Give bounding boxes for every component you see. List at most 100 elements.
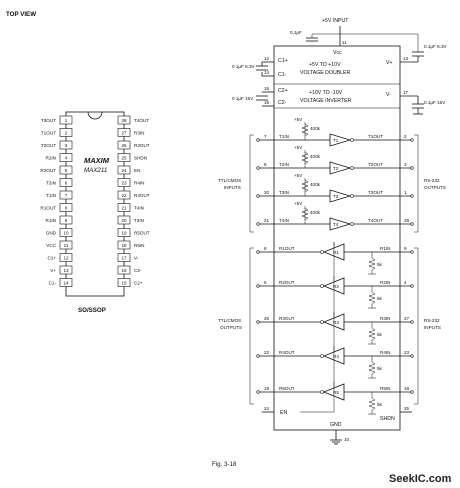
ttl-in-label-2: INPUTS <box>224 185 241 190</box>
right-pin-box-15 <box>117 278 131 287</box>
left-pin-box-5 <box>59 165 73 175</box>
rs232-in-bracket <box>414 247 419 405</box>
driver-input-terminal <box>256 166 260 170</box>
left-pin-label: VCC <box>46 243 56 248</box>
receiver-inversion-bubble <box>320 250 324 254</box>
driver-out-label: T1OUT <box>368 134 383 139</box>
right-pin-number: 27 <box>121 131 127 136</box>
pulldown-value: 5k <box>377 332 383 337</box>
right-pin-box-26 <box>117 140 131 150</box>
receiver-out-label: R3OUT <box>279 316 295 321</box>
driver-name: T1 <box>333 138 339 143</box>
right-pin-number: 22 <box>121 193 127 198</box>
driver-in-pin: 21 <box>264 218 270 223</box>
left-pin-label: C1- <box>49 281 57 286</box>
driver-in-pin: 7 <box>264 134 267 139</box>
receiver-in-label: R1IN <box>380 246 390 251</box>
right-pin-label: EN <box>134 168 140 173</box>
right-pin-number: 19 <box>121 231 127 236</box>
ttl-out-bracket <box>249 247 254 405</box>
driver-out-label: T3OUT <box>368 190 383 195</box>
right-pin-label: T3IN <box>134 218 144 223</box>
watermark: SeekIC.com <box>389 473 452 485</box>
left-pin-number: 9 <box>65 218 68 223</box>
driver-out-pin: 2 <box>404 134 407 139</box>
right-pin-box-28 <box>117 115 131 125</box>
receiver-out-label: R2OUT <box>279 280 295 285</box>
left-pin-label: R2OUT <box>40 168 56 173</box>
ttl-in-bracket <box>249 134 254 233</box>
left-pin-box-11 <box>59 240 73 250</box>
left-pin-label: T3OUT <box>41 118 56 123</box>
receiver-out-pin: 19 <box>264 386 270 391</box>
pulldown-value: 5k <box>377 402 383 407</box>
receiver-inversion-bubble <box>320 390 324 394</box>
pullup-resistor <box>301 179 309 193</box>
c1m-label: C1- <box>278 72 287 78</box>
pin-17: 17 <box>403 90 409 95</box>
vplus-label: V+ <box>386 60 393 66</box>
driver-buffer-T3 <box>329 189 352 203</box>
pulldown-value: 5k <box>377 296 383 301</box>
left-pin-number: 13 <box>63 268 69 273</box>
right-pin-number: 25 <box>121 156 127 161</box>
receiver-out-label: R4OUT <box>279 350 295 355</box>
receiver-inversion-bubble <box>320 354 324 358</box>
receiver-in-pin: 18 <box>404 386 410 391</box>
receiver-output-terminal <box>256 390 260 394</box>
driver-out-pin: 28 <box>404 218 410 223</box>
right-pin-label: R3OUT <box>134 143 150 148</box>
supply-label: +5V INPUT <box>322 18 349 24</box>
left-pin-box-4 <box>59 153 73 162</box>
right-pin-label: R4OUT <box>134 193 150 198</box>
driver-output-terminal <box>410 194 414 198</box>
right-pin-box-22 <box>117 190 131 200</box>
right-pin-number: 24 <box>121 168 127 173</box>
receiver-output-terminal <box>256 320 260 324</box>
shdn-label: SHDN <box>380 416 395 422</box>
en-label: EN <box>280 410 287 416</box>
right-pin-number: 16 <box>121 268 127 273</box>
pin-12: 12 <box>264 56 270 61</box>
driver-buffer-T2 <box>329 161 352 175</box>
driver-out-label: T2OUT <box>368 162 383 167</box>
driver-inversion-bubble <box>350 166 354 170</box>
right-pin-number: 17 <box>121 256 127 261</box>
chip-package: MAXIM MAX211 SO/SSOP 1T3OUT2T1OUT3T2OUT4… <box>40 111 150 314</box>
left-pin-number: 12 <box>63 256 69 261</box>
driver-out-label: T4OUT <box>368 218 383 223</box>
receiver-output-terminal <box>256 354 260 358</box>
resistor-value: 400k <box>310 154 321 159</box>
pin-10: 10 <box>344 437 350 442</box>
pullup-label: +5V <box>294 117 303 122</box>
left-pin-label: V+ <box>50 268 56 273</box>
left-pin-label: T1IN <box>46 193 56 198</box>
resistor-value: 400k <box>310 182 321 187</box>
left-pin-box-13 <box>59 265 73 275</box>
part-number: MAX211 <box>84 167 107 174</box>
left-pin-box-14 <box>59 278 73 287</box>
receiver-in-label: R2IN <box>380 280 390 285</box>
pullup-resistor <box>301 151 309 165</box>
driver-name: T4 <box>333 222 339 227</box>
left-pin-box-7 <box>59 190 73 200</box>
right-pin-label: R5IN <box>134 243 144 248</box>
left-pin-box-12 <box>59 253 73 262</box>
pin-13: 13 <box>403 56 409 61</box>
receiver-in-pin: 4 <box>404 280 407 285</box>
ttl-in-label-1: TTL/CMOS <box>218 178 241 183</box>
receiver-out-pin: 22 <box>264 350 270 355</box>
rs232-out-bracket <box>414 134 419 233</box>
left-pin-number: 2 <box>65 131 68 136</box>
driver-in-label: T3IN <box>279 190 289 195</box>
receiver-out-label: R1OUT <box>279 246 295 251</box>
driver-in-label: T2IN <box>279 162 289 167</box>
left-pin-label: R2IN <box>46 156 56 161</box>
pulldown-resistor <box>368 361 376 375</box>
ttl-out-label-1: TTL/CMOS <box>218 318 241 323</box>
right-pin-label: R5OUT <box>134 231 150 236</box>
left-pin-label: R1OUT <box>40 206 56 211</box>
right-pin-number: 23 <box>121 181 127 186</box>
receiver-input-terminal <box>410 390 414 394</box>
